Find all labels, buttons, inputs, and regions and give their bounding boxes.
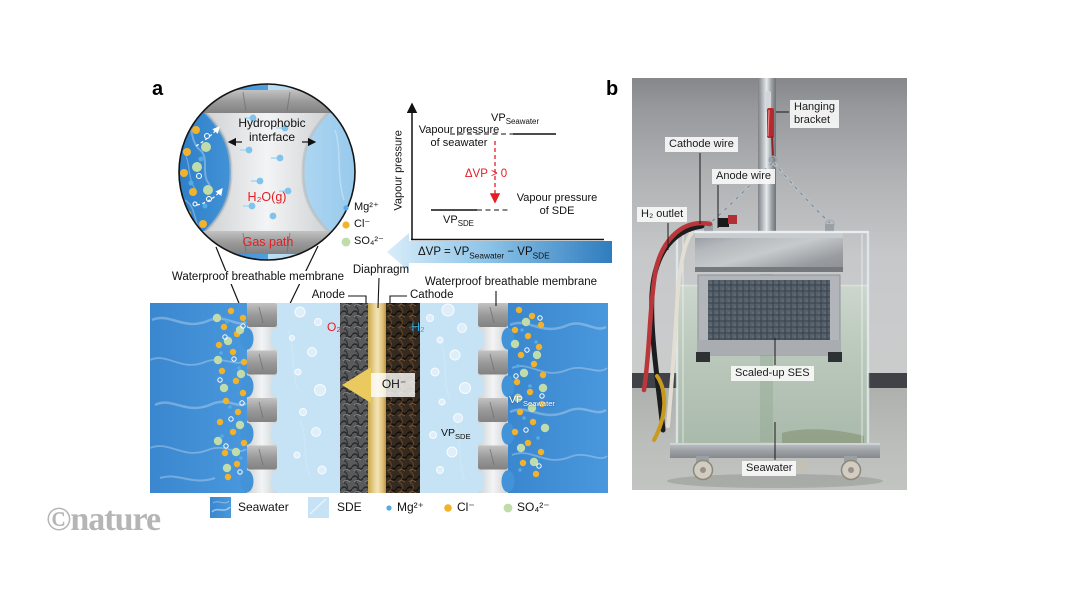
ion-dots-left: [212, 307, 248, 481]
legend-cl-label: Cl⁻: [457, 500, 475, 514]
legend-sde-label: SDE: [337, 500, 362, 514]
panel-a-letter: a: [152, 78, 164, 100]
membrane-right-column: [471, 303, 515, 493]
o2-label: O₂: [327, 320, 341, 334]
yellow-wire-path: [652, 374, 667, 442]
ion-dots-right: [510, 306, 550, 478]
nature-watermark: ©nature: [46, 501, 161, 538]
wires: [641, 215, 737, 442]
cell-label-leaders: [348, 277, 497, 309]
hydrophobic-interface-inset: [178, 83, 356, 389]
inset-legend-so4: SO₄²⁻: [354, 235, 384, 247]
gas-path-label: Gas path: [242, 235, 294, 249]
ses-mesh-panel: [696, 274, 842, 362]
oh-label: OH⁻: [381, 377, 407, 391]
photo-apparatus: [641, 78, 883, 488]
h2-label: H₂: [411, 320, 425, 334]
gas-bubbles: [289, 303, 471, 475]
cathode-wire-label: Cathode wire: [665, 137, 738, 153]
cathode-electrode: [386, 303, 420, 493]
inset-legend-cl: Cl⁻: [354, 218, 371, 230]
hanging-bracket-item: [766, 91, 778, 165]
inset-legend-mg: Mg²⁺: [354, 201, 379, 213]
delta-vp-equation-arrow: [387, 233, 612, 271]
cart: [667, 443, 883, 488]
h2-outlet-label: H₂ outlet: [637, 207, 688, 223]
legend-seawater-label: Seawater: [238, 500, 289, 514]
delta-vp-equation: ΔVP = VPSeawater − VPSDE: [418, 246, 550, 261]
h2-outlet-tube: [666, 228, 696, 428]
ses-lid-box: [695, 224, 843, 272]
photo-label-leaders: [667, 111, 789, 460]
oh-transport-arrow: [342, 367, 415, 403]
diaphragm-label: Diaphragm: [352, 264, 410, 276]
diaphragm-strip: [368, 303, 386, 493]
cathode-label: Cathode: [410, 289, 454, 301]
anode-wire-label: Anode wire: [712, 169, 776, 185]
membrane-right-label: Waterproof breathable membrane: [421, 276, 601, 290]
electrolyzer-diagram: [149, 277, 608, 493]
vapour-pressure-graph: [406, 102, 604, 241]
anode-wire-path: [641, 220, 713, 393]
seawater-photo-label: Seawater: [742, 461, 797, 477]
caster-wheels: [692, 456, 862, 481]
membrane-left-label: Waterproof breathable membrane: [168, 271, 348, 285]
scaled-up-ses-label: Scaled-up SES: [731, 366, 814, 382]
inset-legend-dots: [341, 205, 351, 247]
graph-vp-seawater-label: VPSeawater: [491, 112, 540, 127]
vp-seawater-cell-label: VPSeawater: [509, 394, 555, 409]
graph-delta-label: ΔVP > 0: [464, 168, 508, 180]
vp-sde-cell-label: VPSDE: [441, 427, 471, 442]
inset-membrane-slabs: [201, 90, 333, 254]
anode-label: Anode: [311, 289, 345, 301]
legend-swatches: [210, 497, 513, 518]
legend-mg-label: Mg²⁺: [397, 500, 424, 514]
graph-y-axis-label: Vapour pressure: [392, 130, 405, 211]
graph-vp-sde-label: VPSDE: [443, 214, 474, 229]
inset-vapour-droplets: [240, 114, 292, 220]
panel-b-letter: b: [606, 78, 619, 100]
legend-so4-label: SO₄²⁻: [517, 500, 550, 514]
h2o-gas-label: H₂O(g): [247, 190, 287, 204]
